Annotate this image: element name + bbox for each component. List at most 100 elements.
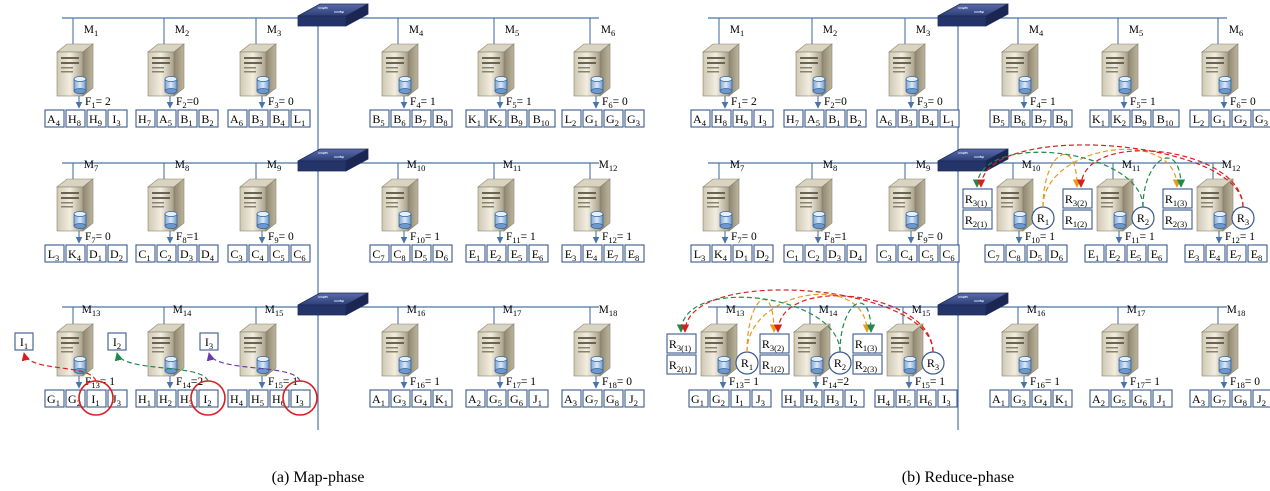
data-block-label: H1 [784,392,797,408]
partial-result-box [962,209,993,230]
data-block-label: E3 [1188,247,1200,263]
machine-label: M6 [601,24,615,38]
data-block [1131,109,1152,128]
data-block-label: E2 [490,247,502,263]
disk-icon [494,76,508,94]
disk-icon [1113,211,1127,229]
data-block-label: H6 [272,392,285,408]
data-block-label: E6 [1151,247,1163,263]
data-block-label: E1 [1088,247,1100,263]
disk-icon [398,356,412,374]
fault-count-label: F2=0 [176,96,199,110]
shuffle-arc [976,144,1244,208]
fault-count-label: F16= 1 [1030,376,1060,390]
data-block-label: C8 [393,247,405,263]
data-block [156,389,177,408]
partial-result-label: R3(2) [1065,192,1087,208]
data-block [895,389,916,408]
data-block-label: G3 [1013,392,1026,408]
data-block-label: L2 [565,112,577,128]
fault-count-label: F8=1 [824,231,847,245]
data-block-label: G1 [585,112,598,128]
data-block-label: G3 [627,112,640,128]
data-block-label: H3 [180,392,193,408]
data-block [624,244,645,263]
data-block-label: A1 [372,392,385,408]
data-block-label: B5 [992,112,1004,128]
data-block-label: B9 [510,112,522,128]
reducer-label: R2 [1137,211,1149,227]
data-block-label: B1 [828,112,840,128]
network-switch-icon [297,148,369,172]
data-block [390,244,411,263]
fault-count-label: F5= 1 [1130,96,1156,110]
data-block-label: A2 [1092,392,1105,408]
data-block [227,244,248,263]
data-block [369,244,390,263]
data-block-label: K1 [468,112,481,128]
disk-icon [73,76,87,94]
machine-label: M18 [599,304,618,318]
data-block [507,244,528,263]
data-block-label: H5 [898,392,911,408]
data-block [1189,389,1210,408]
data-block-label: A1 [992,392,1005,408]
data-block [290,389,311,408]
data-block-label: B1 [180,112,192,128]
machine-label: M11 [1122,159,1140,173]
machine-label: M8 [175,159,189,173]
network-switch-icon [937,3,1009,27]
fault-count-label: F9= 0 [917,231,943,245]
data-block [783,109,804,128]
output-label: I2 [113,335,121,351]
data-block [897,109,918,128]
data-block-label: G2 [1234,112,1247,128]
data-block [624,109,645,128]
machine-label: M6 [1229,24,1243,38]
data-block [1126,244,1147,263]
data-block-label: B5 [372,112,384,128]
data-block [107,109,128,128]
data-block-label: J2 [629,392,638,408]
data-block-label: G8 [1234,392,1247,408]
machine-label: M16 [1027,304,1046,318]
fault-count-label: F11= 1 [1125,231,1155,245]
data-block [690,244,711,263]
disk-icon [903,356,917,374]
partial-result-label: R3(2) [762,337,784,353]
data-block-label: K1 [435,392,448,408]
data-block [1210,389,1231,408]
partial-result-label: R3(1) [965,192,987,208]
partial-result-label: R3(1) [669,337,691,353]
data-block [732,109,753,128]
data-block-label: B3 [900,112,912,128]
data-block-label: B8 [435,112,447,128]
data-block-label: L1 [294,112,306,128]
data-block [486,109,507,128]
data-block-label: L3 [48,247,60,263]
fault-count-label: F8=1 [176,231,199,245]
data-block-label: I2 [203,392,211,408]
data-block [709,389,730,408]
data-block [561,389,582,408]
data-block [290,244,311,263]
data-block [369,109,390,128]
data-block-label: H7 [786,112,799,128]
data-block-label: L1 [943,112,955,128]
fault-count-label: F15= 1 [268,376,298,390]
data-block-label: K2 [489,112,502,128]
machine-label: M10 [407,159,426,173]
data-block [227,109,248,128]
data-block-label: G6 [510,392,523,408]
data-block-label: G5 [1113,392,1126,408]
data-block-label: D2 [110,247,123,263]
shuffle-arc [773,295,934,353]
